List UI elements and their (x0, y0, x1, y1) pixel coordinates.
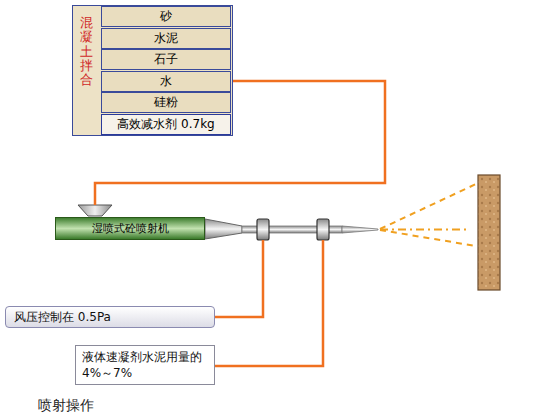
ingredient-row: 高效减水剂 0.7kg (101, 114, 231, 135)
feed-line (95, 81, 385, 205)
table-title: 混凝土拌合 (80, 16, 93, 87)
accelerator-fitting (317, 219, 329, 240)
rock-wall (478, 175, 500, 290)
ingredient-row: 砂 (101, 6, 231, 27)
mix-table: 混凝土拌合 砂水泥石子水硅粉高效减水剂 0.7kg (72, 5, 233, 136)
label-text: 液体速凝剂水泥用量的4%～7% (82, 350, 202, 380)
air-fitting (257, 219, 269, 240)
air-line (215, 240, 263, 317)
ingredient-row: 硅粉 (101, 92, 231, 113)
ingredient-row: 石子 (101, 49, 231, 70)
spray-line (380, 230, 476, 246)
accelerator-box: 液体速凝剂水泥用量的4%～7% (75, 345, 215, 385)
accelerator-line (215, 240, 323, 366)
air-pressure-box: 风压控制在 0.5Pa (5, 306, 215, 328)
spray-axis (380, 229, 470, 231)
label-text: 石子 (154, 51, 178, 68)
label-text: 风压控制在 0.5Pa (14, 309, 111, 326)
label-text: 砂 (160, 8, 172, 25)
hopper (78, 205, 112, 216)
label-text: 高效减水剂 0.7kg (117, 116, 214, 133)
spraying-machine: 湿喷式砼喷射机 (55, 217, 205, 240)
label-text: 硅粉 (154, 94, 178, 111)
spray-line (380, 184, 476, 229)
caption: 喷射操作 (38, 397, 94, 415)
ingredient-row: 水 (101, 71, 231, 92)
outlet-cone (205, 219, 242, 239)
ingredient-row: 水泥 (101, 28, 231, 49)
label-text: 湿喷式砼喷射机 (92, 221, 169, 236)
label-text: 水泥 (154, 30, 178, 47)
nozzle (342, 226, 378, 233)
label-text: 水 (160, 73, 172, 90)
